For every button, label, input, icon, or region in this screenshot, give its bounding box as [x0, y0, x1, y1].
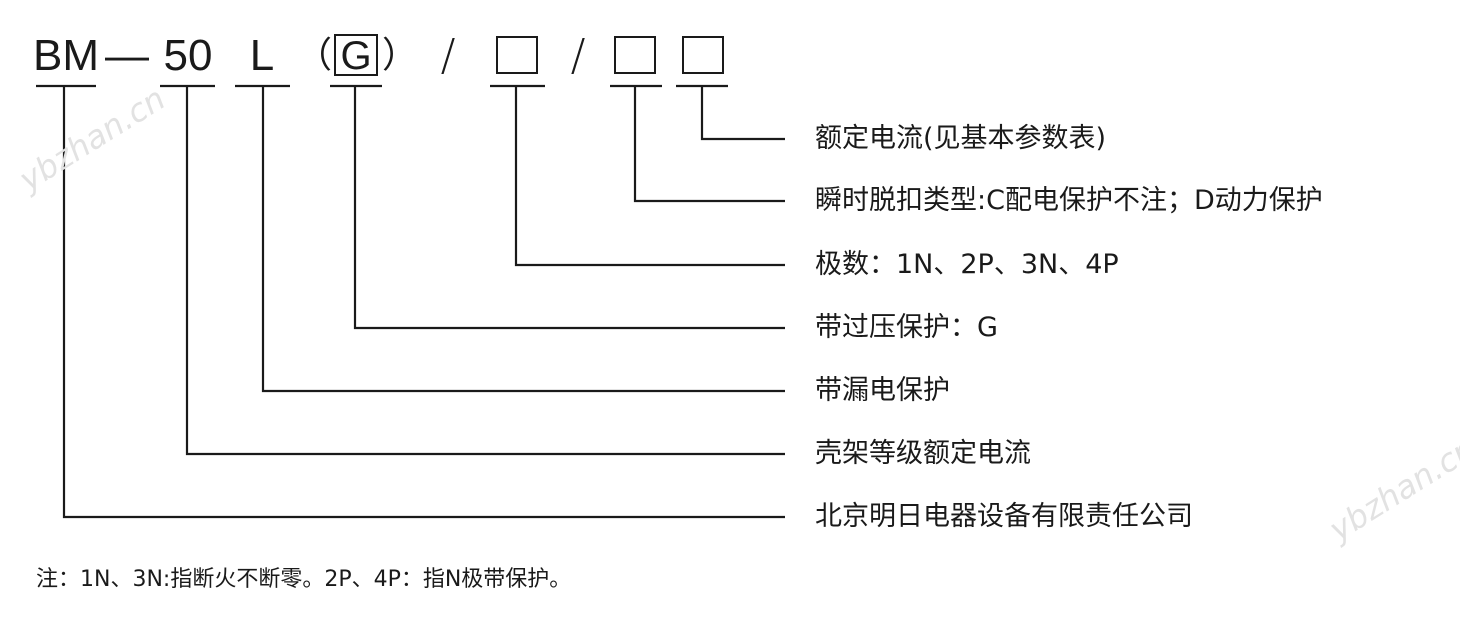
code-dash: —	[105, 31, 149, 80]
code-overvoltage: G	[334, 34, 378, 76]
code-slash-2: /	[570, 30, 586, 81]
code-paren-open: （	[295, 35, 332, 76]
code-frame: 50	[163, 31, 213, 80]
blank-box-trip-type	[614, 36, 656, 74]
desc-overvoltage: 带过压保护：G	[815, 312, 998, 343]
desc-manufacturer: 北京明日电器设备有限责任公司	[815, 501, 1193, 532]
leader-trip-type	[633, 86, 785, 203]
desc-leakage: 带漏电保护	[815, 375, 950, 406]
code-paren-close: ）	[381, 35, 418, 76]
footnote: 注：1N、3N:指断火不断零。2P、4P：指N极带保护。	[36, 567, 572, 592]
leader-overvoltage	[353, 86, 785, 330]
leader-frame-current	[185, 86, 785, 456]
leader-manufacturer	[62, 86, 785, 519]
leader-rated-current	[700, 86, 785, 141]
desc-frame-current: 壳架等级额定电流	[815, 438, 1031, 469]
code-leakage: L	[249, 31, 275, 80]
code-slash-1: /	[440, 30, 456, 81]
blank-box-rated-current	[682, 36, 724, 74]
leader-poles	[514, 86, 785, 267]
desc-poles: 极数：1N、2P、3N、4P	[815, 249, 1119, 280]
desc-rated-current: 额定电流(见基本参数表)	[815, 123, 1107, 154]
blank-box-poles	[496, 36, 538, 74]
leader-leakage	[261, 86, 785, 393]
desc-trip-type: 瞬时脱扣类型:C配电保护不注；D动力保护	[815, 185, 1323, 216]
code-prefix: BM	[33, 31, 99, 80]
